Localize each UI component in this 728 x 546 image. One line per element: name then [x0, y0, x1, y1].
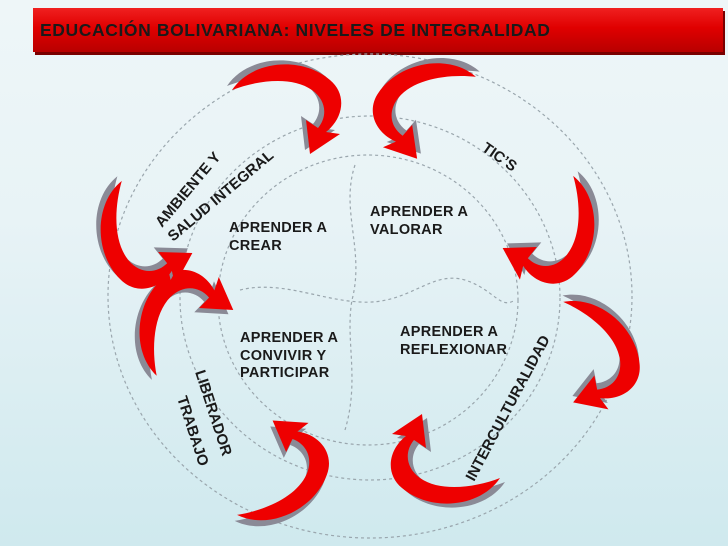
- arrow-top-right: [363, 46, 497, 167]
- label-line: APRENDER A: [400, 324, 499, 340]
- label-aprender-valorar: APRENDER A VALORAR: [370, 204, 468, 239]
- label-line: APRENDER A: [229, 220, 328, 236]
- title-bar: EDUCACIÓN BOLIVARIANA: NIVELES DE INTEGR…: [33, 8, 723, 52]
- arrow-right-upper: [499, 165, 604, 287]
- label-line: APRENDER A: [240, 330, 339, 346]
- axis-tics: TIC’S: [479, 139, 520, 175]
- label-line: VALORAR: [370, 221, 443, 238]
- label-aprender-convivir: APRENDER A CONVIVIR Y PARTICIPAR: [240, 330, 338, 383]
- label-line: CONVIVIR Y: [240, 347, 327, 364]
- label-aprender-crear: APRENDER A CREAR: [229, 220, 327, 255]
- label-line: PARTICIPAR: [240, 365, 330, 381]
- label-line: CREAR: [229, 237, 283, 254]
- cycle-arrows: [91, 46, 659, 544]
- label-line: REFLEXIONAR: [400, 341, 508, 358]
- inner-ring: [217, 154, 519, 446]
- outer-ring: [107, 53, 633, 539]
- arrow-top-left: [227, 60, 342, 154]
- continent-outline: [239, 164, 516, 431]
- middle-ring: [179, 115, 561, 481]
- globe-rings: [107, 53, 633, 539]
- label-line: APRENDER A: [370, 204, 469, 220]
- page-title: EDUCACIÓN BOLIVARIANA: NIVELES DE INTEGR…: [40, 20, 551, 40]
- label-aprender-reflexionar: APRENDER A REFLEXIONAR: [400, 324, 507, 359]
